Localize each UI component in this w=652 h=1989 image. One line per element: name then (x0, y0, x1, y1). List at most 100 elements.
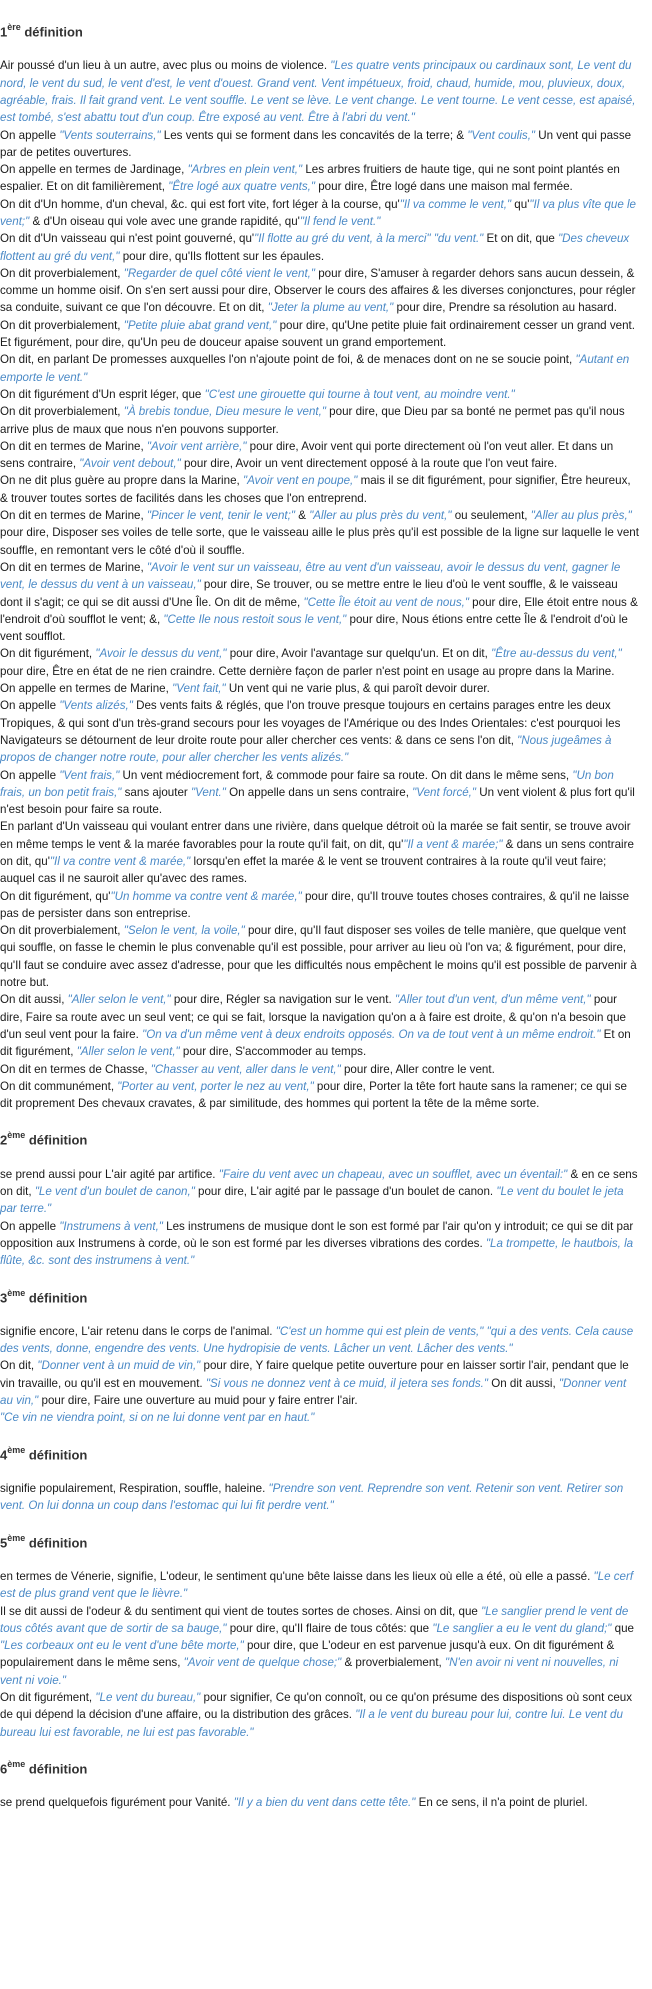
definition-text: pour dire, Nous étions entre cette Île &… (0, 612, 628, 644)
definition-text: pour dire, L'air agité par le passage d'… (194, 1185, 497, 1199)
definition-text: Air poussé d'un lieu à un autre, avec pl… (0, 59, 331, 73)
example-quote: "Pincer le vent, tenir le vent;" (146, 509, 295, 523)
example-quote: "Faire du vent avec un chapeau, avec un … (218, 1167, 568, 1181)
definition-text: On ne dit plus guère au propre dans la M… (0, 474, 243, 488)
example-quote: "Le cerf est de plus grand vent que le l… (0, 1569, 634, 1601)
definition-text: pour dire, Être en état de ne rien crain… (0, 664, 615, 678)
definition-text: pour dire, Être logé dans une maison mal… (315, 180, 573, 194)
example-quote: "Vents alizés," (59, 699, 133, 713)
definition-heading: 2ème définition (0, 1127, 640, 1149)
example-quote: "Le vent d'un boulet de canon," (34, 1185, 195, 1199)
example-quote: "Être logé aux quatre vents," (168, 180, 315, 194)
example-quote: "Vent fait," (172, 682, 226, 696)
definition-paragraph: Air poussé d'un lieu à un autre, avec pl… (0, 57, 640, 126)
example-quote: "Arbres en plein vent," (187, 163, 303, 177)
definition-text: pour dire, Faire une ouverture au muid p… (38, 1394, 358, 1408)
definition-text: signifie encore, L'air retenu dans le co… (0, 1324, 276, 1338)
definition-paragraph: se prend aussi pour L'air agité par arti… (0, 1166, 640, 1218)
example-quote: "Petite pluie abat grand vent," (123, 318, 277, 332)
definition-paragraph: On dit en termes de Marine, "Avoir vent … (0, 438, 640, 473)
definition-heading: 1ère définition (0, 19, 640, 41)
example-quote: "Autant en emporte le vent." (0, 353, 630, 384)
definition-text: Un vent violent & plus fort qu'il n'est … (0, 785, 635, 817)
definition-text: Et on dit figurément, (0, 1027, 631, 1059)
definition-paragraph: On dit d'Un homme, d'un cheval, &c. qui … (0, 196, 640, 231)
definition-text: & proverbialement, (341, 1656, 445, 1670)
example-quote: "Avoir vent arrière," (146, 439, 247, 453)
definition-text: On dit communément, (0, 1079, 118, 1093)
definition-label: définition (25, 1132, 88, 1148)
definition-paragraph: On appelle en termes de Jardinage, "Arbr… (0, 161, 640, 196)
definition-text: On dit figurément, qu' (0, 889, 111, 903)
example-quote: "Vent coulis," (467, 128, 536, 142)
example-quote: "La trompette, le hautbois, la flûte, &c… (0, 1236, 634, 1268)
definition-ordinal-suffix: ème (7, 1758, 26, 1769)
example-quote: "Avoir vent debout," (79, 457, 181, 471)
definition-text: pour dire, Avoir un vent directement opp… (180, 457, 558, 471)
definition-text: On appelle en termes de Jardinage, (0, 163, 188, 177)
definition-ordinal-suffix: ème (7, 1532, 26, 1543)
example-quote: "Il a le vent du bureau pour lui, contre… (0, 1708, 623, 1739)
definition-text: On appelle en termes de Marine, (0, 682, 173, 696)
example-quote: "Jeter la plume au vent," (267, 301, 394, 315)
definition-text: Un vent qui ne varie plus, & qui paroît … (225, 682, 490, 696)
example-quote: "Donner vent à un muid de vin," (37, 1359, 201, 1373)
definition-paragraph: On dit en termes de Marine, "Pincer le v… (0, 507, 640, 559)
definition-paragraph: se prend quelquefois figurément pour Van… (0, 1794, 640, 1811)
definition-text: signifie populairement, Respiration, sou… (0, 1481, 269, 1495)
definition-text: On dit figurément, (0, 1690, 96, 1704)
definition-text: Les vents qui se forment dans les concav… (160, 128, 468, 142)
definition-text: sans ajouter (121, 785, 192, 799)
definition-label: définition (25, 1446, 88, 1462)
example-quote: "Vents souterrains," (59, 128, 161, 142)
example-quote: "du vent." (433, 232, 484, 246)
example-quote: "Aller au plus près," (530, 509, 632, 523)
example-quote: "Porter au vent, porter le nez au vent," (117, 1079, 314, 1093)
definition-text: En parlant d'Un vaisseau qui voulant ent… (0, 820, 631, 851)
definition-paragraph: On appelle "Vents souterrains," Les vent… (0, 127, 640, 162)
definition-text: On dit aussi, (0, 993, 68, 1007)
definition-paragraph: On dit d'Un vaisseau qui n'est point gou… (0, 230, 640, 265)
definition-label: définition (25, 1534, 88, 1550)
definition-section: 2ème définition se prend aussi pour L'air… (0, 1127, 640, 1269)
definition-paragraph: On dit figurément, "Avoir le dessus du v… (0, 645, 640, 680)
example-quote: "Un bon frais, un bon petit frais," (0, 768, 614, 799)
definition-text: & dans un sens contraire on dit, qu' (0, 837, 634, 868)
definition-text: Il se dit aussi de l'odeur & du sentimen… (0, 1604, 482, 1618)
definition-section: 4ème définition signifie populairement, R… (0, 1442, 640, 1515)
definition-text: Un vent médiocrement fort, & commode pou… (119, 768, 573, 782)
example-quote: "Il a vent & marée;" (403, 837, 503, 851)
definition-text: Des vents faits & réglés, que l'on trouv… (0, 699, 621, 747)
definition-text: On dit en termes de Marine, (0, 509, 147, 523)
example-quote: "qui a des vents. Cela cause des vents, … (0, 1324, 634, 1356)
definition-heading: 4ème définition (0, 1442, 640, 1464)
definition-text: mais il se dit figurément, pour signifie… (0, 474, 631, 505)
definition-text: pour dire, Elle étoit entre nous & l'end… (0, 595, 638, 626)
definition-number: 4 (0, 1446, 8, 1462)
definition-label: définition (20, 24, 83, 40)
definition-label: définition (25, 1289, 88, 1305)
example-quote: "Vent frais," (59, 768, 120, 782)
example-quote: "Il flotte au gré du vent, à la merci" (254, 232, 431, 246)
example-quote: "Des cheveux flottent au gré du vent," (0, 232, 630, 263)
definition-text: ou seulement, (451, 509, 531, 523)
definition-ordinal-suffix: ème (7, 1130, 26, 1141)
definition-paragraph: signifie populairement, Respiration, sou… (0, 1480, 640, 1515)
definition-text: pour dire, Avoir vent qui porte directem… (0, 439, 614, 471)
definition-text: en termes de Vénerie, signifie, L'odeur,… (0, 1569, 594, 1583)
example-quote: "Chasser au vent, aller dans le vent," (150, 1062, 341, 1076)
definition-text: pour dire, Porter la tête fort haute san… (0, 1079, 627, 1111)
example-quote: "Les quatre vents principaux ou cardinau… (0, 59, 636, 125)
definition-paragraph: On appelle "Vent frais," Un vent médiocr… (0, 767, 640, 819)
definition-text: On dit proverbialement, (0, 266, 124, 280)
definition-label: définition (25, 1761, 88, 1777)
definition-paragraph: En parlant d'Un vaisseau qui voulant ent… (0, 818, 640, 887)
example-quote: "Regarder de quel côté vient le vent," (123, 266, 316, 280)
example-quote: "Si vous ne donnez vent à ce muid, il je… (205, 1376, 488, 1390)
example-quote: "Le vent du boulet le jeta par terre." (0, 1185, 624, 1216)
definition-text: Les instrumens de musique dont le son es… (0, 1219, 634, 1250)
definition-text: On dit proverbialement, (0, 405, 124, 419)
example-quote: "Selon le vent, la voile," (123, 924, 245, 938)
